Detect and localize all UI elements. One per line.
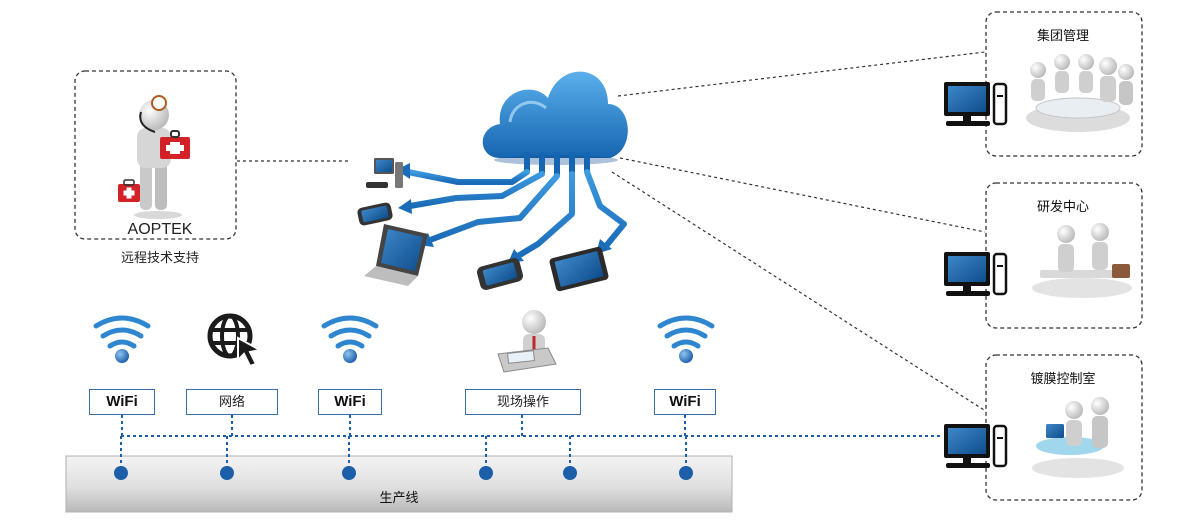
department-label-coating-control: 镀膜控制室 <box>1030 371 1096 386</box>
cloud-icon <box>482 71 628 176</box>
production-line-label: 生产线 <box>379 490 419 505</box>
node-label-wifi-1: WiFi <box>89 389 155 415</box>
department-label-group-management: 集团管理 <box>1036 28 1089 43</box>
node-label-wifi-3: WiFi <box>654 389 716 415</box>
wifi-icon <box>93 315 151 363</box>
bus-node-dot <box>220 466 234 480</box>
computer-terminal-icon <box>944 252 1008 296</box>
meeting-people-icon <box>1026 54 1134 132</box>
bus-node-dot <box>679 466 693 480</box>
worker-at-console-icon <box>497 310 557 373</box>
smartphone-icon <box>476 258 524 290</box>
bus-node-dot <box>563 466 577 480</box>
tablet-icon <box>549 246 609 292</box>
production-line-bar <box>65 455 733 513</box>
team-discussion-icon <box>1032 223 1132 298</box>
node-label-network: 网络 <box>186 389 278 415</box>
computer-terminal-icon <box>944 424 1008 468</box>
computer-terminal-icon <box>944 82 1008 126</box>
first-aid-kit-icon <box>118 179 140 202</box>
connection-lines <box>237 51 986 411</box>
support-caption: 远程技术支持 <box>120 250 199 265</box>
department-label-rd-center: 研发中心 <box>1036 199 1089 214</box>
bus-node-dots <box>114 466 693 480</box>
doctor-with-medical-kit-icon <box>134 95 190 219</box>
globe-cursor-icon <box>207 313 263 368</box>
bus-node-dot <box>342 466 356 480</box>
desktop-computer-icon <box>366 158 403 188</box>
cloud-flow-arrows <box>405 169 627 259</box>
phone-icon <box>357 202 393 226</box>
operator-at-desk-icon <box>1032 397 1124 478</box>
node-label-wifi-2: WiFi <box>318 389 382 415</box>
wifi-icon <box>321 315 379 363</box>
bus-node-dot <box>114 466 128 480</box>
laptop-icon <box>364 224 428 286</box>
support-brand-label: AOPTEK <box>127 221 193 238</box>
wifi-icon <box>657 315 715 363</box>
node-label-field-operation: 现场操作 <box>465 389 581 415</box>
bus-node-dot <box>479 466 493 480</box>
support-frame <box>74 70 237 240</box>
